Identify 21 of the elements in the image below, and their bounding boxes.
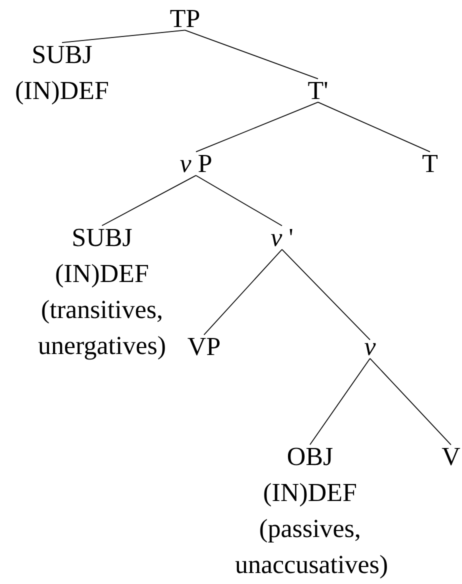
tree-branch <box>62 30 186 44</box>
phrase-label: VP <box>188 338 220 356</box>
constituent-label: SUBJ (IN)DEF <box>16 46 108 105</box>
constituent-label: OBJ (IN)DEF (passives, unaccusatives) <box>235 448 387 579</box>
phrase-label: TP <box>170 10 200 27</box>
tree-branch <box>196 102 318 152</box>
tree-branch <box>184 30 318 80</box>
phrase-label: v P <box>180 154 212 172</box>
tree-branch <box>310 358 370 446</box>
constituent-label: SUBJ (IN)DEF (transitives, unergatives) <box>38 228 165 360</box>
tree-branch <box>370 358 452 446</box>
tree-branch <box>196 175 282 226</box>
head-label: V <box>442 448 460 466</box>
phrase-label: v ' <box>271 228 292 246</box>
head-label: T <box>422 154 438 172</box>
tree-branch <box>318 102 430 152</box>
head-label: v <box>364 343 376 356</box>
tree-branch <box>282 249 370 340</box>
tree-branch <box>102 175 196 226</box>
tree-branch <box>204 249 282 336</box>
phrase-label: T' <box>308 82 328 99</box>
